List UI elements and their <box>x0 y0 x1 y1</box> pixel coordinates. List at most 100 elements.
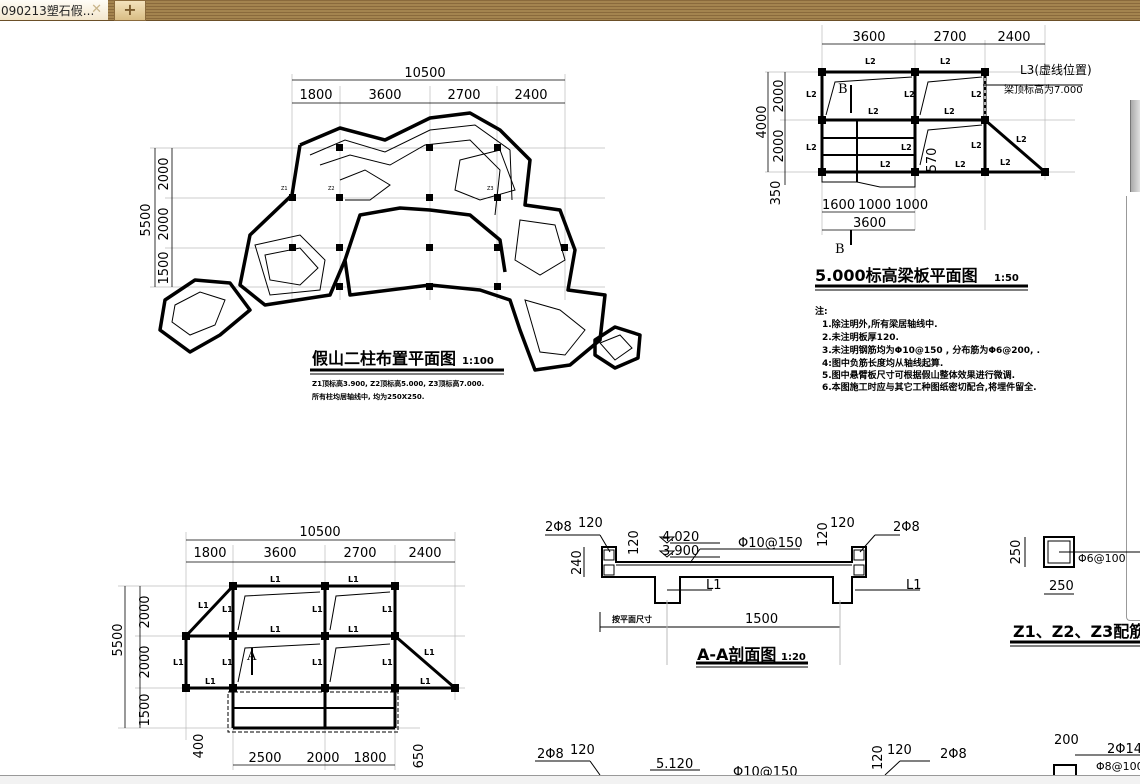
plan3-dim-650: 650 <box>412 744 427 769</box>
beam-label: L2 <box>940 57 951 66</box>
beam-label: L1 <box>382 658 393 667</box>
note-item: 2.未注明板厚120. <box>822 331 899 343</box>
beam-label: L2 <box>865 57 876 66</box>
plan3-columns <box>182 582 459 692</box>
cad-canvas[interactable]: 10500 1800 3600 2700 2400 5500 2000 2000… <box>0 21 1140 775</box>
dim-120: 120 <box>830 516 855 531</box>
plan2-bottom-total: 3600 <box>853 216 886 231</box>
note-item: 6.本图施工时应与其它工种图纸密切配合,将埋件留全. <box>822 381 1037 393</box>
beam-label: L1 <box>348 625 359 634</box>
plan2-dim: 2400 <box>997 30 1030 45</box>
plan1-columns <box>289 144 568 290</box>
plan1-left-dim: 1500 <box>157 251 172 284</box>
stirrup-label: Φ6@100 <box>1078 552 1126 565</box>
section-mark-b: B <box>838 82 848 97</box>
dim-120: 120 <box>887 743 912 758</box>
section-aa <box>601 546 867 604</box>
plan1-title: 假山二柱布置平面图 <box>312 349 456 368</box>
plan2-left-total: 4000 <box>755 105 770 138</box>
plan1-scale: 1:100 <box>462 356 494 367</box>
plan3-dim: 1800 <box>193 546 226 561</box>
rebar-label: 2Φ14 <box>1107 742 1140 757</box>
beam-label: L1 <box>348 575 359 584</box>
tab-drawing[interactable]: 090213塑石假... ✕ <box>0 0 108 20</box>
note-item: 3.未注明钢筋均为Φ10@150 , 分布筋为Φ6@200, . <box>822 344 1040 356</box>
beam-label: L1 <box>222 605 233 614</box>
rebar-label: 2Φ8 <box>893 520 920 535</box>
beam-label: L1 <box>222 658 233 667</box>
plan2-left-dim: 2000 <box>772 79 787 112</box>
beam-label: L2 <box>1016 135 1027 144</box>
beam-label: L1 <box>382 605 393 614</box>
beam-label: L1 <box>198 601 209 610</box>
beam-label: L1 <box>312 658 323 667</box>
plan2-dim: 3600 <box>852 30 885 45</box>
plan1-grid <box>150 74 605 300</box>
dim-plan-label: 按平面尺寸 <box>612 614 652 624</box>
beam-label: L2 <box>806 90 817 99</box>
column-label: Z3 <box>487 186 494 192</box>
plan3-left-dim: 1500 <box>138 693 153 726</box>
plan3-bottom-dim: 2500 <box>248 751 281 766</box>
plan1-left-dim: 2000 <box>157 207 172 240</box>
plan1-total-dim: 10500 <box>404 66 445 81</box>
dim-240: 240 <box>570 550 585 575</box>
section-title: A-A剖面图 <box>697 645 776 664</box>
dim-250: 250 <box>1049 579 1074 594</box>
dim-1500: 1500 <box>745 612 778 627</box>
plan2-left-dim: 350 <box>769 181 784 206</box>
plan3-dim: 2700 <box>343 546 376 561</box>
plan2-dim: 2700 <box>933 30 966 45</box>
plan3-beams <box>184 584 456 730</box>
rock-contours <box>171 124 633 361</box>
plan3-dim: 2400 <box>408 546 441 561</box>
beam-label: L2 <box>806 143 817 152</box>
elevation-label: 5.120 <box>656 757 693 772</box>
side-panel-border <box>1126 196 1140 621</box>
slab-rebar-label: Φ10@150 <box>738 536 803 551</box>
plan3-bottom-dim: 1800 <box>353 751 386 766</box>
beam-label: L2 <box>904 90 915 99</box>
column-label: Z2 <box>328 186 335 192</box>
section-mark-b: B <box>835 242 845 257</box>
plan1-dim: 3600 <box>368 88 401 103</box>
plan2-bottom-dim: 1600 <box>822 198 855 213</box>
section-scale: 1:20 <box>781 652 806 663</box>
rock-outline <box>158 111 642 372</box>
beam-label: L1 <box>173 658 184 667</box>
elevation-label: 4.020 <box>662 530 699 545</box>
l3-elevation: 梁顶标高为7.000 <box>1004 83 1083 96</box>
close-icon[interactable]: ✕ <box>91 2 102 17</box>
beam-label: L2 <box>971 141 982 150</box>
side-panel-handle[interactable] <box>1130 100 1140 192</box>
beam-label: L1 <box>706 578 722 593</box>
plan1-dim: 2400 <box>514 88 547 103</box>
note-item: 4:图中负筋长度均从轴线起算. <box>822 357 943 369</box>
l3-label: L3(虚线位置) <box>1020 62 1092 77</box>
plan1-left-dim: 2000 <box>157 157 172 190</box>
plan2-columns <box>818 68 1049 176</box>
plan2-title: 5.000标高梁板平面图 <box>815 266 978 285</box>
slab-rebar-label: Φ10@150 <box>733 765 798 775</box>
beam-label: L1 <box>270 625 281 634</box>
plan1-note: 所有柱均居轴线中, 均为250X250. <box>312 392 424 401</box>
plan1-left-total: 5500 <box>139 203 154 236</box>
plan1-note: Z1顶标高3.900, Z2顶标高5.000, Z3顶标高7.000. <box>312 379 484 388</box>
dim-120: 120 <box>816 522 831 547</box>
plan1-dim: 2700 <box>447 88 480 103</box>
rebar-label: 2Φ8 <box>545 520 572 535</box>
beam-label: L2 <box>901 143 912 152</box>
plan3-left-total: 5500 <box>111 623 126 656</box>
notes-heading: 注: <box>815 305 828 317</box>
beam-label: L2 <box>971 90 982 99</box>
plan2-bottom-dim: 1000 <box>858 198 891 213</box>
dim-250: 250 <box>1009 540 1024 565</box>
plan1-dim: 1800 <box>299 88 332 103</box>
plan2-bottom-dim: 1000 <box>895 198 928 213</box>
dim-120: 120 <box>570 743 595 758</box>
dim-200: 200 <box>1054 733 1079 748</box>
stirrup-label: Φ8@100 <box>1096 760 1140 773</box>
plan3-dim: 3600 <box>263 546 296 561</box>
new-tab-button[interactable]: + <box>114 0 146 21</box>
section-mark-a: A <box>246 649 257 664</box>
